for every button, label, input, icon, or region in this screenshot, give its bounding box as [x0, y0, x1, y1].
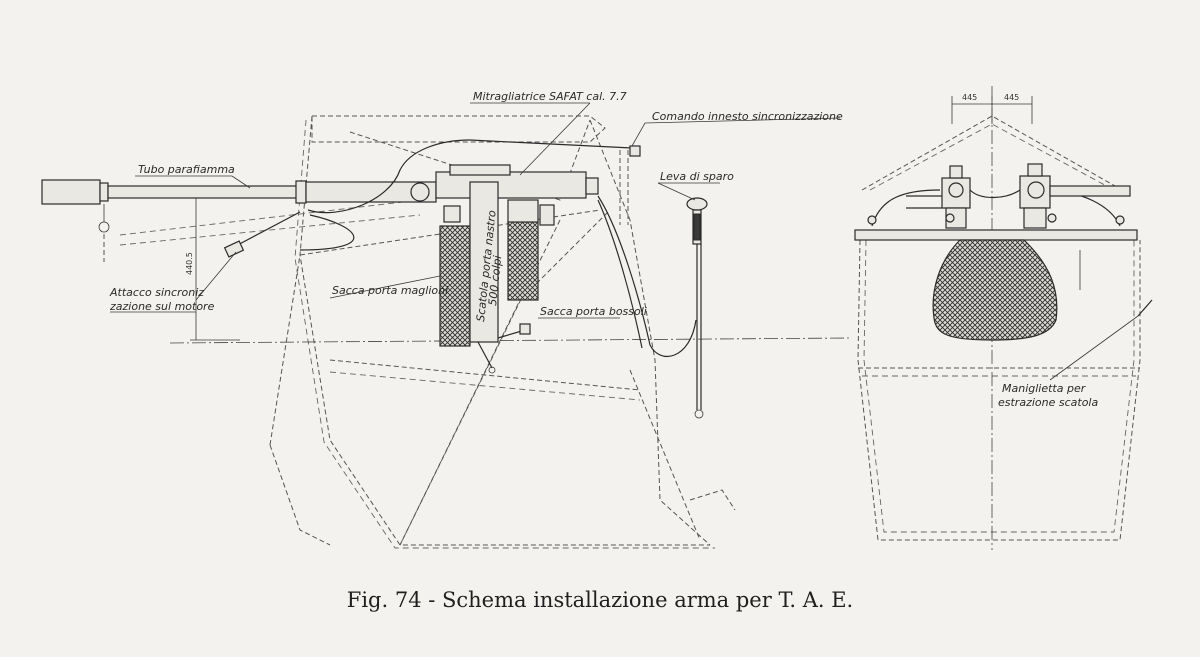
front-ammo-bag: [932, 239, 1058, 341]
label-machine-gun: Mitragliatrice SAFAT cal. 7.7: [473, 90, 627, 103]
fuselage-frame: [119, 115, 736, 549]
label-trigger-lever: Leva di sparo: [660, 170, 734, 183]
front-gun-right: [1019, 163, 1131, 229]
dimension-left: 445: [962, 93, 977, 102]
flame-tube: [41, 179, 309, 262]
height-dimension-label: 440.5: [185, 252, 194, 275]
trigger-cable: [597, 195, 697, 357]
mounting-plate: [854, 229, 1138, 241]
figure-caption: Fig. 74 - Schema installazione arma per …: [346, 588, 854, 612]
ammunition-box: [439, 225, 471, 347]
machine-gun-body: [305, 164, 599, 226]
front-gun-left: [906, 165, 971, 229]
label-case-bag: Sacca porta bossoli: [540, 305, 647, 318]
dimension-right: 445: [1004, 93, 1019, 102]
label-handles-2: estrazione scatola: [998, 396, 1098, 409]
leader-lines: [110, 102, 841, 319]
side-view: 440.5: [41, 102, 851, 549]
reference-axis: [169, 337, 851, 344]
label-link-bag: Sacca porta maglioni: [332, 284, 448, 297]
sync-linkage: [307, 139, 471, 214]
label-box-2: 500 colpi: [486, 255, 504, 306]
label-sync-attach-1: Attacco sincroniz: [109, 286, 204, 299]
label-flame-tube: Tubo parafiamma: [138, 163, 235, 176]
case-bag: [507, 221, 539, 301]
label-sync-control: Comando innesto sincronizzazione: [652, 110, 843, 123]
label-handles-1: Maniglietta per: [1002, 382, 1087, 395]
front-view: 445 445: [854, 86, 1153, 550]
label-sync-attach-2: zazione sul motore: [109, 300, 215, 313]
trigger-lever: [686, 197, 708, 419]
